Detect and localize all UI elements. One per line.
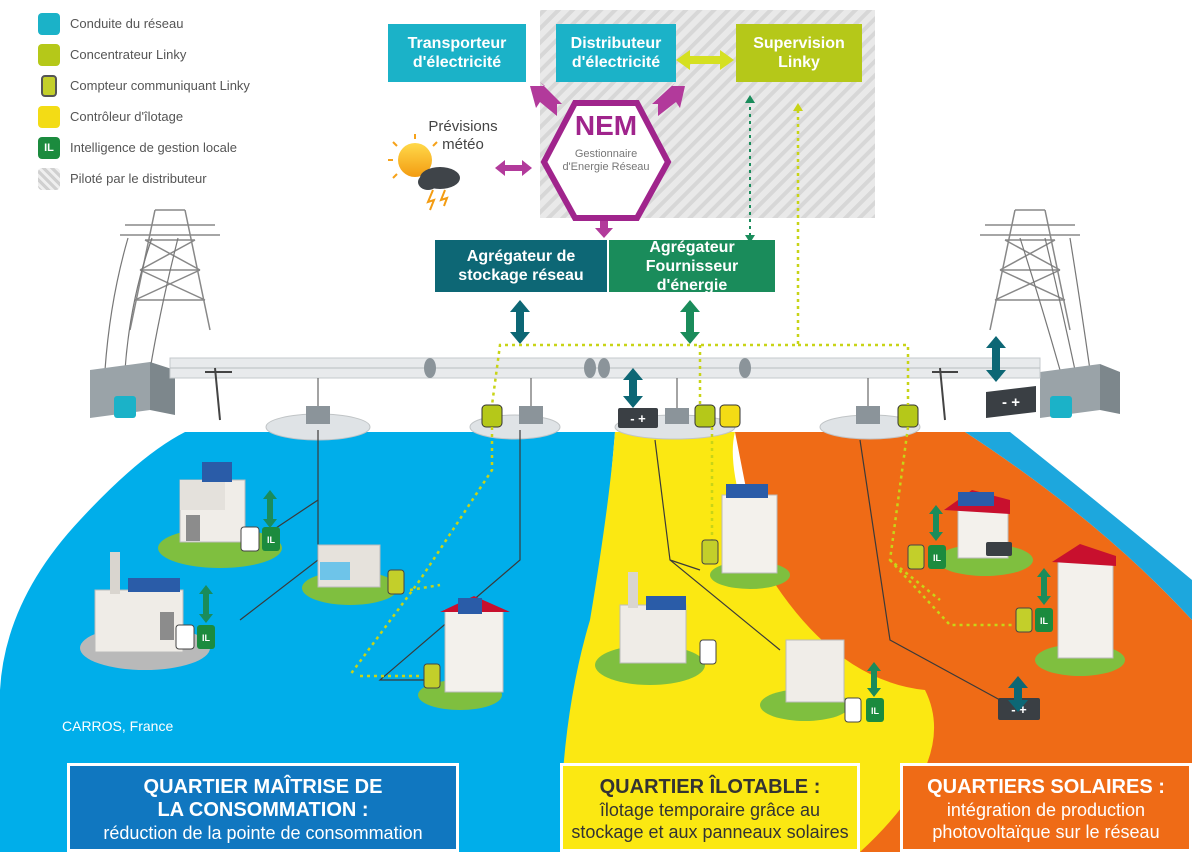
house-devices	[175, 526, 1053, 723]
legend-item: Compteur communiquant Linky	[38, 70, 298, 101]
house-arrows	[199, 490, 1051, 697]
legend-label: Piloté par le distributeur	[70, 171, 207, 186]
legend-label: Conduite du réseau	[70, 16, 184, 31]
battery-substation: - +	[618, 408, 658, 428]
square-icon	[38, 12, 60, 35]
banner-title: QUARTIERS SOLAIRES :	[927, 776, 1165, 798]
banner-subtitle: réduction de la pointe de consommation	[103, 822, 423, 843]
pylon-right	[980, 209, 1080, 331]
nem-hexagon	[540, 100, 672, 221]
legend-item: Conduite du réseau	[38, 8, 298, 39]
svg-text:- +: - +	[1002, 394, 1020, 411]
legend-item: Piloté par le distributeur	[38, 163, 298, 194]
square-icon	[38, 43, 60, 66]
svg-text:IL: IL	[1040, 616, 1049, 626]
meter-icon	[41, 74, 57, 97]
district-banner-islandable: QUARTIER ÎLOTABLE : îlotage temporaire g…	[560, 763, 860, 852]
svg-text:IL: IL	[202, 633, 211, 643]
svg-text:- +: - +	[630, 411, 646, 426]
svg-text:IL: IL	[933, 553, 942, 563]
legend-item: IL Intelligence de gestion locale	[38, 132, 298, 163]
legend-item: Contrôleur d'îlotage	[38, 101, 298, 132]
substation-left	[90, 362, 175, 418]
battery-right: - +	[986, 386, 1036, 418]
legend-label: Intelligence de gestion locale	[70, 140, 237, 155]
legend-label: Concentrateur Linky	[70, 47, 187, 62]
nem-title: NEM	[574, 110, 638, 141]
legend-item: Concentrateur Linky	[38, 39, 298, 70]
weather-icon	[388, 134, 460, 211]
location-label: CARROS, France	[62, 718, 174, 734]
substation-right	[1040, 364, 1120, 418]
arrows-vertical	[510, 300, 1028, 712]
legend-label: Contrôleur d'îlotage	[70, 109, 184, 124]
district-blue-area	[0, 432, 615, 852]
buildings	[80, 462, 1125, 721]
district-yellow-area	[560, 432, 935, 852]
banner-title: QUARTIER ÎLOTABLE :	[599, 776, 821, 798]
hatch-icon	[38, 167, 60, 190]
svg-text:IL: IL	[871, 706, 880, 716]
svg-text:IL: IL	[267, 535, 276, 545]
square-icon	[38, 105, 60, 128]
district-banner-solar: QUARTIERS SOLAIRES : intégration de prod…	[900, 763, 1192, 852]
legend-label: Compteur communiquant Linky	[70, 78, 250, 93]
il-icon: IL	[38, 136, 60, 159]
